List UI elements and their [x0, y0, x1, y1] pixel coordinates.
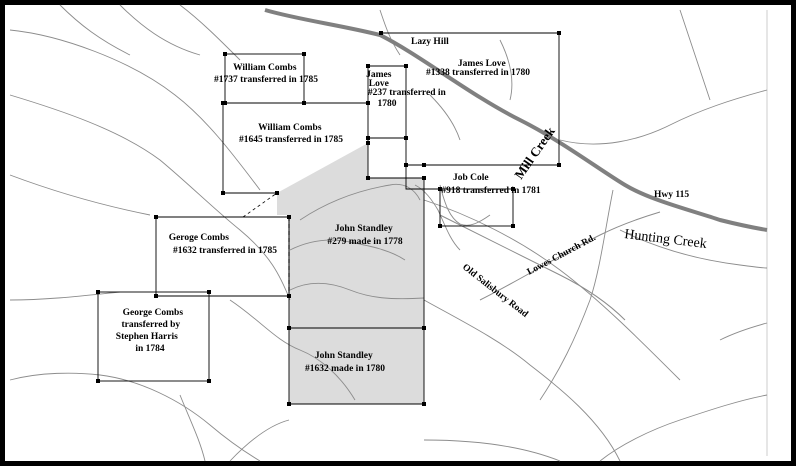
parcel-label-william-combs-1737: William Combs #1737 transferred in 1785 — [214, 63, 318, 85]
dashed-boundary — [242, 192, 278, 218]
parcel-label-james-love-237: James Love #237 transferred in 1780 — [366, 70, 448, 109]
stream-lines — [9, 4, 768, 462]
parcel-label-william-combs-1645: William Combs #1645 transferred in 1785 — [239, 123, 343, 145]
road-lines — [439, 211, 661, 321]
lowes-church-road-line — [479, 211, 661, 301]
shaded-parcel-john-standley-1632 — [289, 328, 424, 404]
parcel-label-job-cole-918: Job Cole #918 transferred in 1781 — [441, 173, 541, 196]
old-salisbury-road-line — [439, 214, 626, 321]
parcel-label-john-standley-1632: John Standley #1632 made in 1780 — [305, 351, 385, 374]
parcel-boundaries — [97, 32, 560, 405]
corner-markers — [96, 31, 561, 406]
parcel-label-geroge-combs-1632: Geroge Combs #1632 transferred in 1785 — [169, 233, 278, 256]
lazy-hill-label: Lazy Hill — [411, 37, 449, 47]
parcel-label-james-love-1338: James Love #1338 transferred in 1780 — [426, 59, 530, 78]
shaded-parcel-john-standley-279 — [277, 143, 424, 328]
hwy-115-label: Hwy 115 — [654, 190, 689, 200]
parcel-label-george-combs-harris: George Combs transferred by Stephen Harr… — [116, 308, 186, 354]
parcel-label-john-standley-279: John Standley #279 made in 1778 — [327, 224, 402, 247]
hwy-115-line — [264, 8, 768, 232]
